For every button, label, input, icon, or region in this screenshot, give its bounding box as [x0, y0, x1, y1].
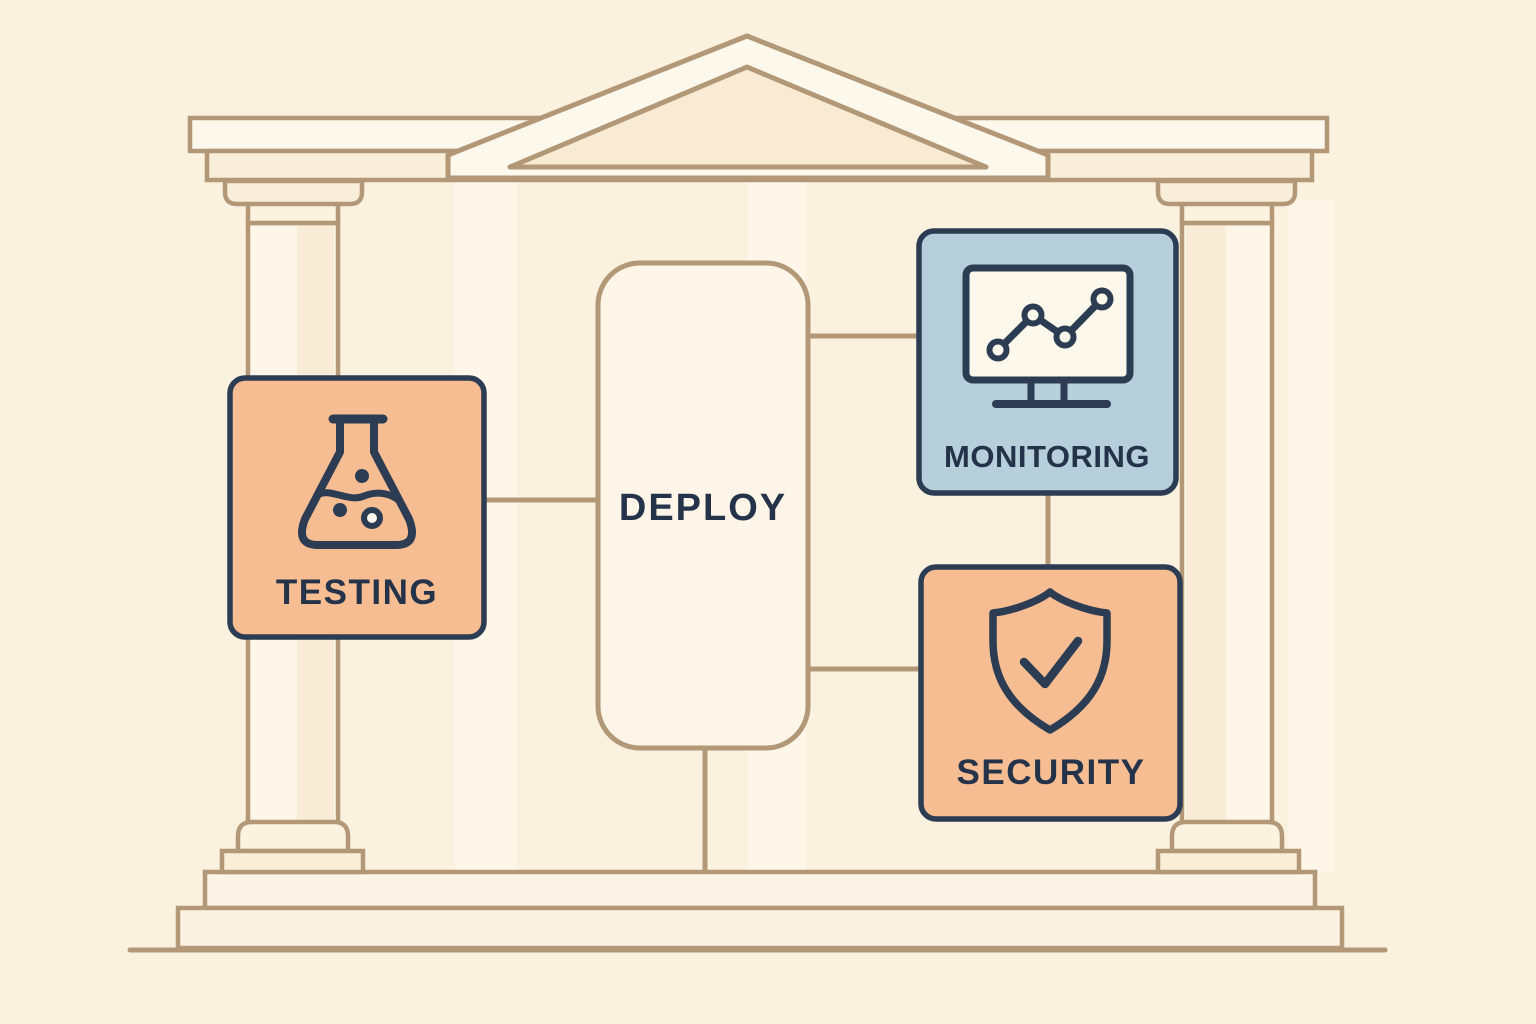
monitoring-label: MONITORING	[944, 439, 1150, 474]
node-security: SECURITY	[918, 564, 1183, 822]
security-box	[918, 564, 1183, 822]
pediment	[445, 33, 1051, 181]
node-deploy: DEPLOY	[595, 260, 811, 751]
right-column-capital	[1155, 178, 1298, 207]
flask-icon	[298, 414, 416, 549]
node-testing: TESTING	[227, 375, 487, 640]
monitor-chart-icon	[962, 264, 1134, 408]
base-step-lower	[175, 905, 1345, 951]
right-column	[1155, 178, 1302, 875]
security-label: SECURITY	[957, 753, 1146, 792]
right-column-base-flare	[1169, 819, 1285, 854]
left-column-base-flare	[235, 819, 351, 854]
base-step-upper	[202, 869, 1318, 911]
deploy-label: DEPLOY	[619, 487, 787, 529]
right-column-plinth	[1155, 848, 1302, 875]
connectors	[484, 333, 1051, 872]
temple-base	[127, 869, 1388, 953]
shield-check-icon	[989, 588, 1111, 734]
testing-label: TESTING	[276, 573, 438, 612]
testing-box	[227, 375, 487, 640]
wall-highlight-stripe	[1288, 200, 1334, 872]
deploy-box	[595, 260, 811, 751]
right-column-shading	[1186, 226, 1226, 821]
left-column-plinth	[219, 848, 366, 875]
pediment-inner-triangle	[507, 64, 989, 170]
left-column-capital	[222, 178, 365, 207]
node-monitoring: MONITORING	[916, 228, 1179, 496]
